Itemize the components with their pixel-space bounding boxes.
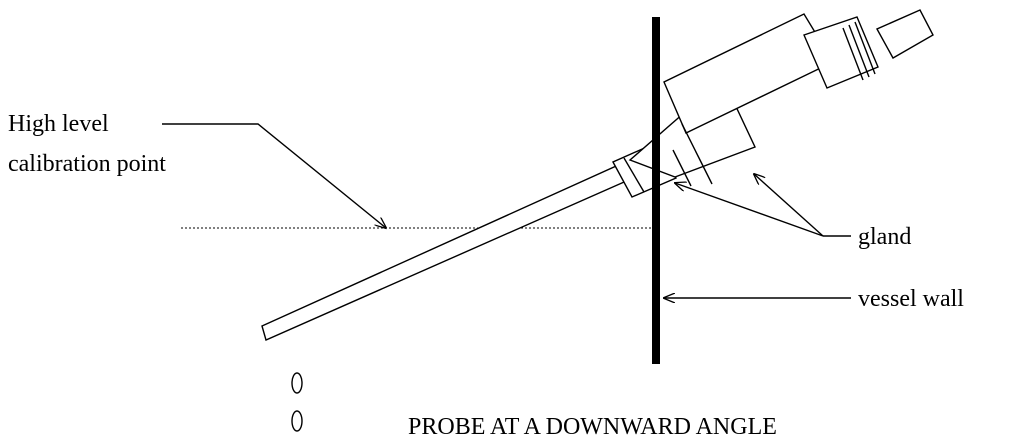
probe-coupling (803, 16, 879, 89)
high-level-label-line1: High level (8, 111, 109, 137)
drip-drop (291, 372, 303, 394)
gland-leader-arrow-rear (754, 174, 824, 237)
diagram-caption: PROBE AT A DOWNWARD ANGLE (408, 414, 777, 439)
probe-rod (261, 157, 641, 341)
high-level-leader-arrow (162, 123, 386, 228)
vessel-wall (652, 17, 660, 364)
gland-leader-arrow-front (675, 183, 824, 237)
gland-label: gland (858, 224, 911, 250)
drip-drop (291, 410, 303, 432)
probe-connector-tip (876, 9, 934, 59)
vessel-wall-label: vessel wall (858, 286, 964, 312)
high-level-label-line2: calibration point (8, 151, 166, 177)
